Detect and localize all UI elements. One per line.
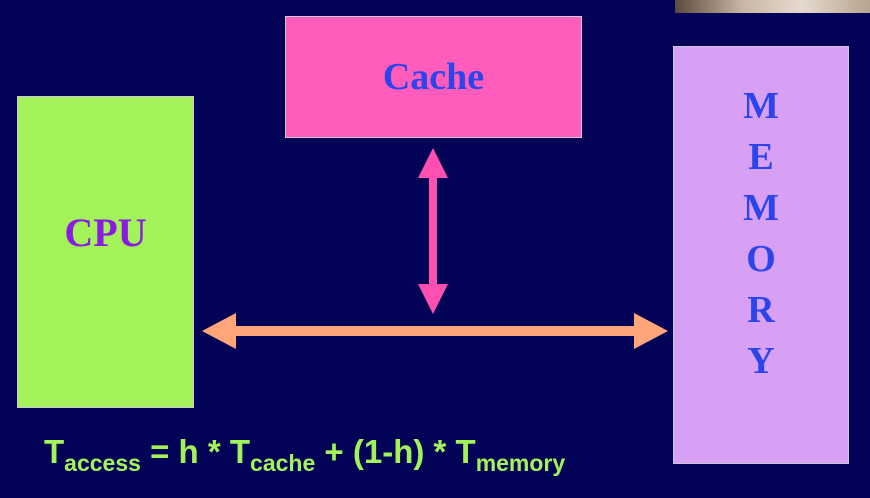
memory-letter: O xyxy=(746,238,776,280)
formula-term-memory: + (1-h) * T xyxy=(315,433,476,470)
cpu-memory-bus-arrow xyxy=(202,313,668,349)
cpu-box: CPU xyxy=(17,96,194,408)
memory-box: M E M O R Y xyxy=(673,46,849,464)
memory-letter: M xyxy=(743,187,779,229)
memory-letter: E xyxy=(748,136,774,178)
formula-lhs: T xyxy=(44,433,65,470)
cache-bus-vertical-arrow xyxy=(418,148,448,314)
formula-term-cache: = h * T xyxy=(140,433,251,470)
formula-cache-subscript: cache xyxy=(250,450,316,476)
memory-label: M E M O R Y xyxy=(743,81,779,387)
cache-box: Cache xyxy=(285,16,582,138)
cpu-label: CPU xyxy=(64,209,147,255)
presenter-video-thumbnail xyxy=(675,0,870,13)
memory-letter: Y xyxy=(747,340,775,382)
formula-lhs-subscript: access xyxy=(64,450,141,476)
memory-letter: R xyxy=(747,289,775,331)
formula-memory-subscript: memory xyxy=(475,450,566,476)
access-time-formula: Taccess = h * Tcache + (1-h) * Tmemory xyxy=(44,433,565,476)
cache-label: Cache xyxy=(382,56,485,98)
memory-letter: M xyxy=(743,85,779,127)
